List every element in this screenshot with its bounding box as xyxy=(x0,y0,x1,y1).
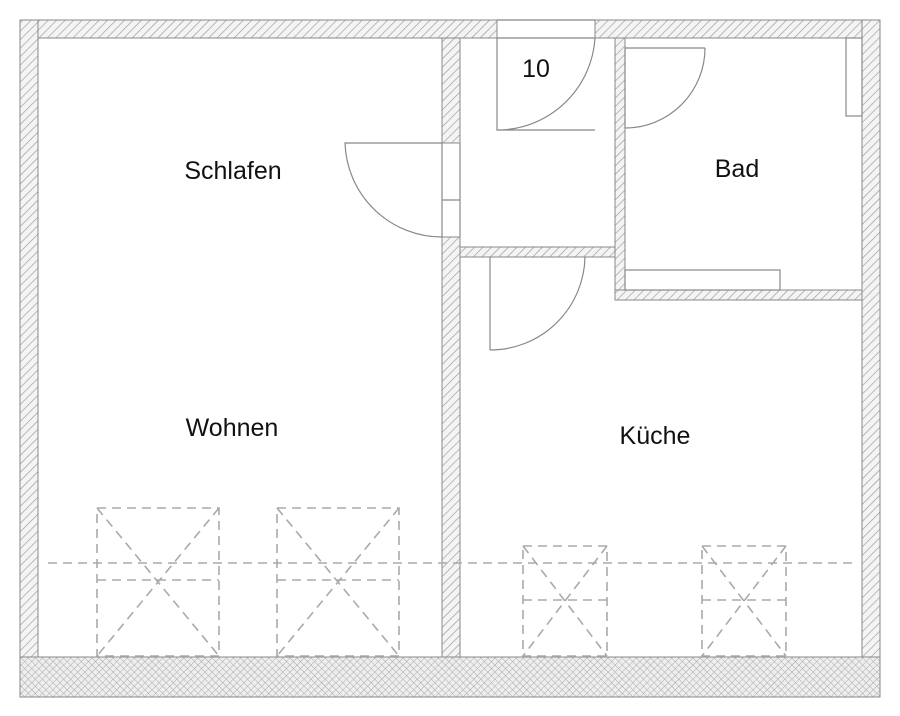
labels: Schlafen Bad Wohnen Küche 10 xyxy=(184,55,759,450)
top-wall-left xyxy=(19,19,498,39)
bottom-wall xyxy=(19,656,881,698)
top-wall-right xyxy=(594,19,881,39)
window-wohnen-2 xyxy=(276,507,400,657)
left-wall xyxy=(19,19,39,661)
bad-door-swing xyxy=(624,47,706,129)
schlafen-door-swing xyxy=(344,142,461,238)
window-kueche-2 xyxy=(701,545,787,657)
room-label-schlafen: Schlafen xyxy=(184,157,281,185)
walls xyxy=(19,19,881,698)
bad-counter xyxy=(624,269,781,291)
entrance-door-swing xyxy=(496,19,596,131)
doors xyxy=(344,19,706,351)
entrance-number: 10 xyxy=(522,55,550,83)
bad-bottom-wall xyxy=(614,289,863,301)
hall-bottom-wall xyxy=(459,246,616,258)
center-wall-upper xyxy=(441,37,461,144)
window-kueche-1 xyxy=(522,545,608,657)
windows xyxy=(48,507,855,657)
fixtures xyxy=(624,37,863,291)
room-label-kueche: Küche xyxy=(620,422,691,450)
room-label-wohnen: Wohnen xyxy=(186,414,279,442)
bad-shelf xyxy=(845,37,863,117)
kueche-door-swing xyxy=(489,256,586,351)
room-label-bad: Bad xyxy=(715,155,759,183)
hall-right-wall xyxy=(614,37,626,301)
right-wall xyxy=(861,19,881,661)
center-wall-lower xyxy=(441,236,461,658)
window-wohnen-1 xyxy=(96,507,220,657)
